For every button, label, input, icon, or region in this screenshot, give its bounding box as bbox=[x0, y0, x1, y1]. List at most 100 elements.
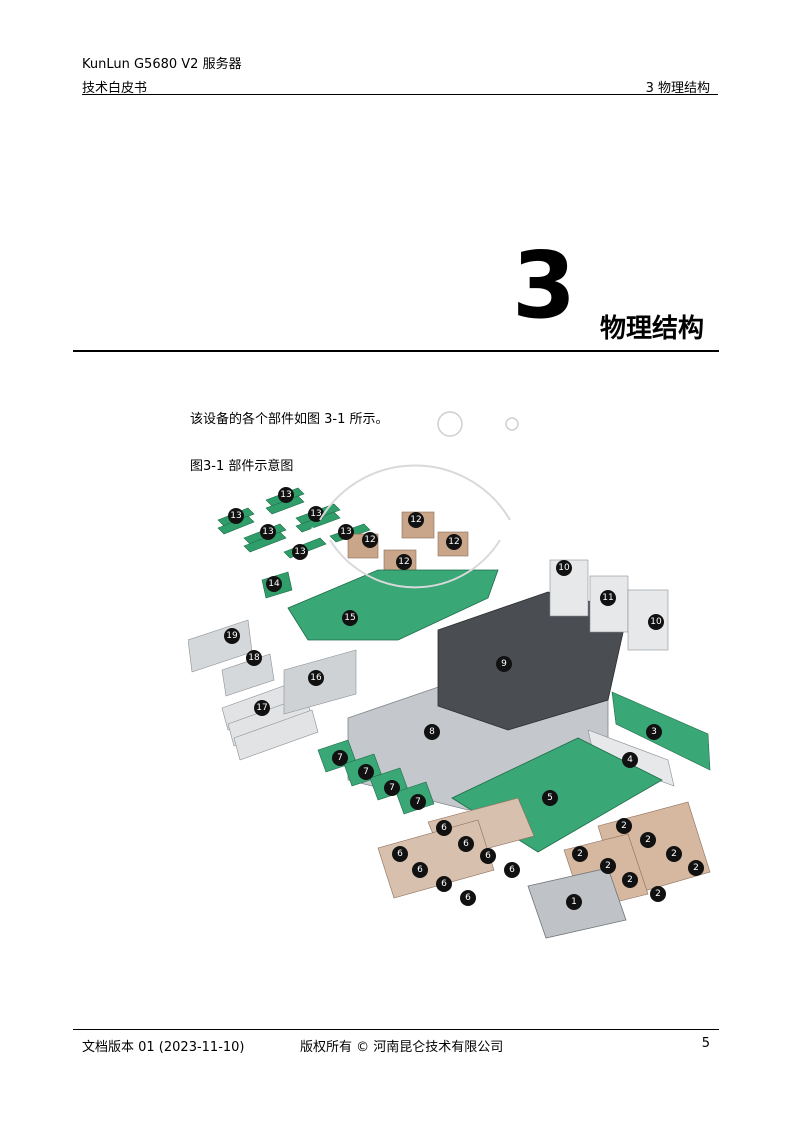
svg-text:18: 18 bbox=[248, 653, 260, 663]
callout-4: 4 bbox=[622, 752, 638, 768]
callout-9: 9 bbox=[496, 656, 512, 672]
footer-document-version: 文档版本 01 (2023-11-10) bbox=[82, 1040, 245, 1055]
callout-12: 12 bbox=[362, 532, 378, 548]
callout-2: 2 bbox=[600, 858, 616, 874]
callout-13: 13 bbox=[278, 487, 294, 503]
callout-2: 2 bbox=[640, 832, 656, 848]
callout-2: 2 bbox=[666, 846, 682, 862]
callout-2: 2 bbox=[622, 872, 638, 888]
svg-text:2: 2 bbox=[693, 863, 699, 873]
callout-6: 6 bbox=[436, 820, 452, 836]
callout-5: 5 bbox=[542, 790, 558, 806]
callout-6: 6 bbox=[436, 876, 452, 892]
callout-18: 18 bbox=[246, 650, 262, 666]
callout-13: 13 bbox=[228, 508, 244, 524]
callout-13: 13 bbox=[308, 506, 324, 522]
callout-14: 14 bbox=[266, 576, 282, 592]
callout-6: 6 bbox=[458, 836, 474, 852]
svg-text:7: 7 bbox=[389, 783, 395, 793]
callout-13: 13 bbox=[338, 524, 354, 540]
callout-2: 2 bbox=[688, 860, 704, 876]
header-product-name: KunLun G5680 V2 服务器 bbox=[82, 57, 242, 72]
svg-text:2: 2 bbox=[605, 861, 611, 871]
callout-7: 7 bbox=[358, 764, 374, 780]
svg-text:8: 8 bbox=[429, 727, 435, 737]
header-rule bbox=[82, 94, 718, 95]
callout-2: 2 bbox=[572, 846, 588, 862]
svg-text:2: 2 bbox=[577, 849, 583, 859]
svg-text:1: 1 bbox=[571, 897, 577, 907]
footer-rule bbox=[73, 1029, 719, 1030]
svg-text:6: 6 bbox=[485, 851, 491, 861]
callout-6: 6 bbox=[412, 862, 428, 878]
svg-text:13: 13 bbox=[340, 527, 351, 537]
callout-6: 6 bbox=[460, 890, 476, 906]
svg-text:2: 2 bbox=[645, 835, 651, 845]
footer-copyright: 版权所有 © 河南昆仑技术有限公司 bbox=[300, 1040, 504, 1055]
svg-text:6: 6 bbox=[417, 865, 423, 875]
callout-12: 12 bbox=[446, 534, 462, 550]
chapter-rule bbox=[73, 350, 719, 352]
callout-17: 17 bbox=[254, 700, 270, 716]
svg-text:12: 12 bbox=[398, 557, 409, 567]
svg-text:2: 2 bbox=[627, 875, 633, 885]
svg-text:6: 6 bbox=[509, 865, 515, 875]
top-cover bbox=[437, 591, 629, 731]
callout-16: 16 bbox=[308, 670, 324, 686]
svg-text:3: 3 bbox=[651, 727, 657, 737]
svg-text:10: 10 bbox=[650, 617, 662, 627]
callout-11: 11 bbox=[600, 590, 616, 606]
callout-13: 13 bbox=[310, 527, 321, 537]
chapter-title: 物理结构 bbox=[600, 314, 705, 344]
exploded-view-figure: 13 13 13 13 13 13 13 12 12 12 12 14 15 1… bbox=[188, 487, 711, 939]
callout-12: 12 bbox=[396, 554, 412, 570]
svg-text:13: 13 bbox=[280, 490, 291, 500]
svg-text:13: 13 bbox=[230, 511, 241, 521]
svg-text:16: 16 bbox=[310, 673, 322, 683]
figure-caption: 图3-1 部件示意图 bbox=[190, 459, 294, 474]
callout-6: 6 bbox=[392, 846, 408, 862]
callout-7: 7 bbox=[384, 780, 400, 796]
chapter-number: 3 bbox=[512, 232, 577, 339]
header-chapter: 3 物理结构 bbox=[645, 81, 710, 96]
svg-text:7: 7 bbox=[415, 797, 421, 807]
svg-text:6: 6 bbox=[441, 879, 447, 889]
svg-text:6: 6 bbox=[465, 893, 471, 903]
svg-text:5: 5 bbox=[547, 793, 553, 803]
svg-text:14: 14 bbox=[268, 579, 280, 589]
svg-text:15: 15 bbox=[344, 613, 355, 623]
callout-10: 10 bbox=[556, 560, 572, 576]
svg-text:19: 19 bbox=[226, 631, 238, 641]
svg-text:9: 9 bbox=[501, 659, 507, 669]
svg-text:7: 7 bbox=[363, 767, 369, 777]
callout-2: 2 bbox=[616, 818, 632, 834]
svg-text:13: 13 bbox=[294, 547, 305, 557]
callout-7: 7 bbox=[410, 794, 426, 810]
callout-13: 13 bbox=[260, 524, 276, 540]
svg-text:13: 13 bbox=[310, 527, 321, 537]
callout-19: 19 bbox=[224, 628, 240, 644]
svg-text:17: 17 bbox=[256, 703, 267, 713]
callout-8: 8 bbox=[424, 724, 440, 740]
svg-text:12: 12 bbox=[410, 515, 421, 525]
callout-2: 2 bbox=[650, 886, 666, 902]
svg-text:2: 2 bbox=[655, 889, 661, 899]
svg-text:6: 6 bbox=[397, 849, 403, 859]
callout-3: 3 bbox=[646, 724, 662, 740]
svg-text:12: 12 bbox=[364, 535, 375, 545]
svg-text:2: 2 bbox=[621, 821, 627, 831]
callout-7: 7 bbox=[332, 750, 348, 766]
svg-text:2: 2 bbox=[671, 849, 677, 859]
svg-text:6: 6 bbox=[441, 823, 447, 833]
header-document-type: 技术白皮书 bbox=[82, 81, 148, 96]
callout-15: 15 bbox=[342, 610, 358, 626]
svg-text:6: 6 bbox=[463, 839, 469, 849]
callout-6: 6 bbox=[504, 862, 520, 878]
svg-text:7: 7 bbox=[337, 753, 343, 763]
svg-text:12: 12 bbox=[448, 537, 459, 547]
svg-text:11: 11 bbox=[602, 593, 613, 603]
intro-paragraph: 该设备的各个部件如图 3-1 所示。 bbox=[190, 412, 389, 427]
svg-text:10: 10 bbox=[558, 563, 570, 573]
callout-6: 6 bbox=[480, 848, 496, 864]
callout-10: 10 bbox=[648, 614, 664, 630]
